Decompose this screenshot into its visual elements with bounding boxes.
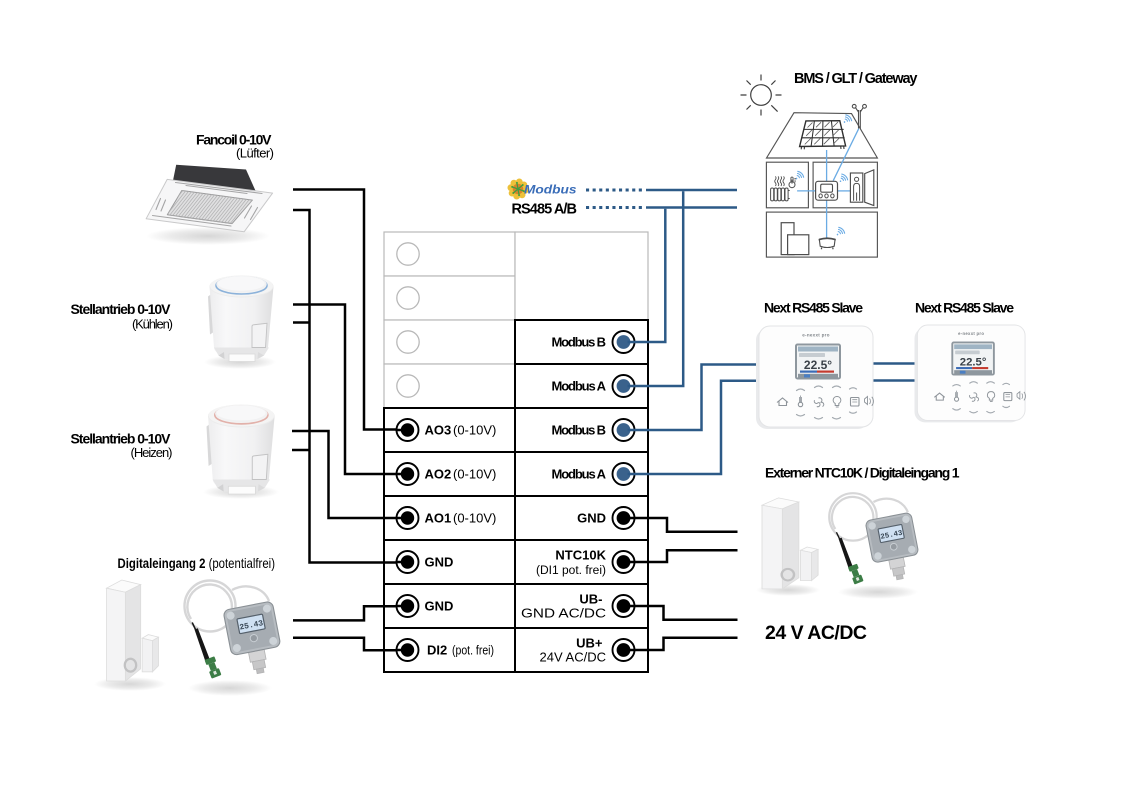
svg-text:(0-10V): (0-10V) bbox=[453, 467, 496, 482]
svg-text:(pot. frei): (pot. frei) bbox=[452, 643, 494, 658]
svg-text:Stellantrieb 0-10V: Stellantrieb 0-10V bbox=[71, 301, 172, 317]
svg-text:GND: GND bbox=[425, 599, 454, 614]
svg-text:Fancoil 0-10V: Fancoil 0-10V bbox=[196, 132, 272, 148]
svg-text:AO2: AO2 bbox=[425, 467, 452, 482]
svg-text:(Heizen): (Heizen) bbox=[131, 445, 173, 460]
svg-text:GND AC/DC: GND AC/DC bbox=[521, 606, 606, 621]
svg-text:(Lüfter): (Lüfter) bbox=[236, 146, 274, 161]
svg-text:NTC10K: NTC10K bbox=[555, 548, 606, 563]
svg-text:Digitaleingang 2 (potentialfre: Digitaleingang 2 (potentialfrei) bbox=[118, 555, 276, 571]
svg-text:BMS / GLT / Gateway: BMS / GLT / Gateway bbox=[794, 71, 918, 87]
svg-text:Modbus A: Modbus A bbox=[552, 379, 607, 394]
svg-text:24V AC/DC: 24V AC/DC bbox=[540, 650, 607, 665]
svg-text:Next RS485 Slave: Next RS485 Slave bbox=[764, 300, 863, 316]
svg-text:Modbus: Modbus bbox=[524, 183, 577, 197]
svg-text:RS485 A/B: RS485 A/B bbox=[512, 202, 578, 218]
svg-text:Next RS485 Slave: Next RS485 Slave bbox=[915, 300, 1014, 316]
svg-text:(0-10V): (0-10V) bbox=[453, 423, 496, 438]
svg-text:Modbus A: Modbus A bbox=[552, 467, 607, 482]
svg-text:GND: GND bbox=[425, 555, 454, 570]
svg-text:UB+: UB+ bbox=[576, 636, 603, 651]
svg-text:AO3: AO3 bbox=[425, 423, 452, 438]
svg-text:(DI1 pot. frei): (DI1 pot. frei) bbox=[536, 565, 606, 577]
svg-text:Modbus B: Modbus B bbox=[552, 335, 607, 350]
svg-text:Externer NTC10K / Digitaleinga: Externer NTC10K / Digitaleingang 1 bbox=[765, 465, 960, 481]
svg-text:AO1: AO1 bbox=[425, 511, 452, 526]
svg-text:UB-: UB- bbox=[579, 592, 602, 607]
svg-text:Stellantrieb 0-10V: Stellantrieb 0-10V bbox=[71, 431, 172, 447]
svg-text:GND: GND bbox=[577, 511, 606, 526]
svg-text:Modbus B: Modbus B bbox=[552, 423, 607, 438]
svg-text:(0-10V): (0-10V) bbox=[453, 511, 496, 526]
svg-text:DI2: DI2 bbox=[427, 643, 447, 658]
svg-text:24 V AC/DC: 24 V AC/DC bbox=[765, 622, 867, 644]
svg-text:(Kühlen): (Kühlen) bbox=[132, 317, 173, 332]
